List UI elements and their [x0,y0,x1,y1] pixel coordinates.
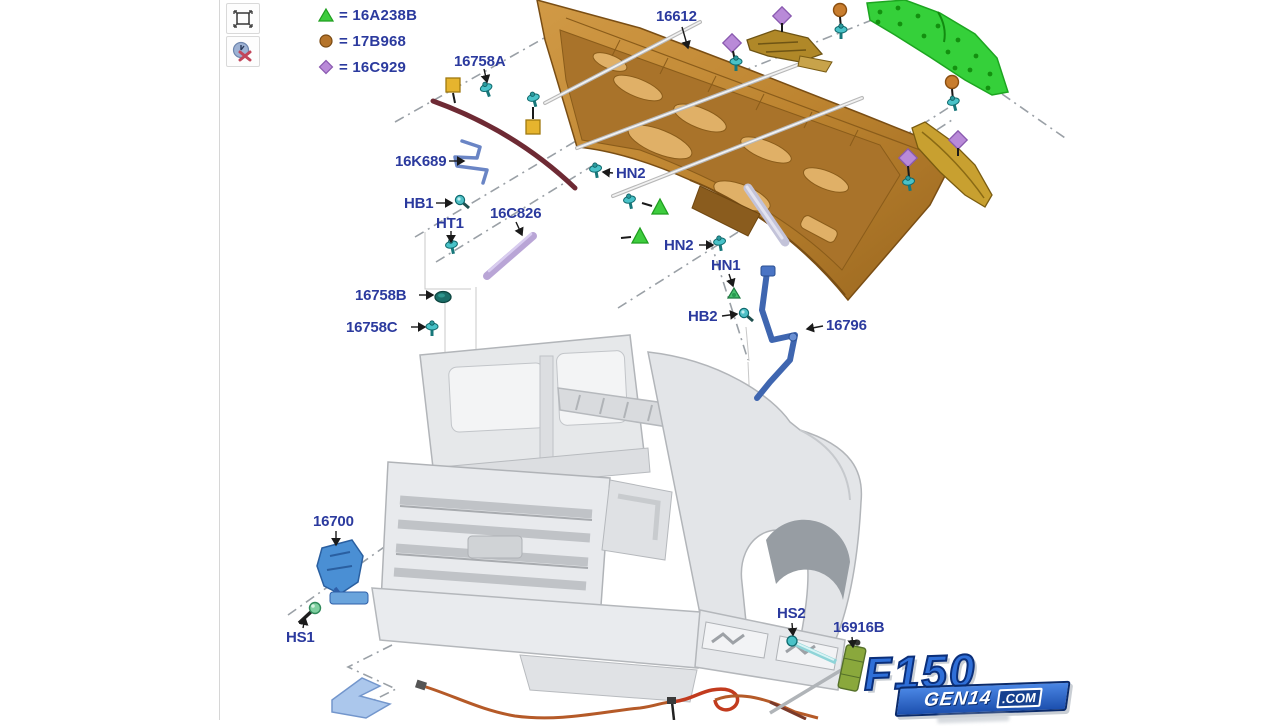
callout-16758B[interactable]: 16758B [355,287,407,304]
marker-pins [452,16,959,239]
pane-divider [219,0,220,720]
callout-HN2-b[interactable]: HN2 [664,237,694,254]
marker-diamonds[interactable] [721,5,969,169]
callout-16612[interactable]: 16612 [656,8,697,25]
circle-icon [319,34,333,48]
legend-row-diamond: = 16C929 [318,54,417,80]
marker-triangles[interactable] [630,197,670,244]
legend-label: = 17B968 [339,32,407,50]
watermark-gen-text: GEN14 [922,687,993,711]
watermark-badge: GEN14 .COM [894,680,1071,717]
callout-16758C[interactable]: 16758C [346,319,398,336]
callout-16916B[interactable]: 16916B [833,619,885,636]
truck-body [371,334,863,703]
fastener-HS2[interactable] [786,635,838,665]
zoom-cancel-button[interactable] [226,36,260,67]
part-hinge-16796[interactable] [754,265,798,401]
fit-to-view-icon [233,9,253,28]
callout-HT1[interactable]: HT1 [436,215,464,232]
part-wire-harness[interactable] [415,679,819,720]
callout-HS2[interactable]: HS2 [777,605,806,622]
part-hood-insulator[interactable] [866,0,1009,96]
watermark-com-text: .COM [995,687,1043,708]
viewer-toolbar [226,3,262,69]
watermark-fineprint [937,712,1010,724]
legend-row-triangle: = 16A238B [318,2,417,28]
part-side-seal-right[interactable] [911,121,993,208]
fit-to-view-button[interactable] [226,3,260,34]
part-latch-16700[interactable] [316,539,369,605]
callout-16700[interactable]: 16700 [313,513,354,530]
legend-label: = 16A238B [339,6,418,24]
callout-16C826[interactable]: 16C826 [490,205,542,222]
callout-HB2[interactable]: HB2 [688,308,718,325]
part-chevron-bracket[interactable] [331,677,392,719]
callout-leaders [298,26,858,649]
diamond-icon [318,59,334,75]
fastener-HS1[interactable] [297,601,322,625]
part-hood-bracket-top[interactable] [746,29,833,73]
zoom-cancel-icon [232,41,252,61]
support-rods [543,20,864,198]
callout-16758A[interactable]: 16758A [454,53,506,70]
symbol-legend: = 16A238B = 17B968 = 16C929 [318,2,417,80]
part-front-seal[interactable] [430,98,578,191]
callout-HS1[interactable]: HS1 [286,629,315,646]
watermark-logo: F150 GEN14 .COM [857,643,1099,724]
fastener-clips[interactable] [425,23,963,337]
callout-HN2-a[interactable]: HN2 [616,165,646,182]
callout-HN1[interactable]: HN1 [711,257,741,274]
part-rod-16K689[interactable] [453,139,489,185]
callout-16796[interactable]: 16796 [826,317,867,334]
callout-HB1[interactable]: HB1 [404,195,434,212]
callout-16K689[interactable]: 16K689 [395,153,447,170]
part-strip-right[interactable] [743,183,790,247]
legend-label: = 16C929 [339,58,407,76]
part-bumper-16C826[interactable] [483,232,537,280]
legend-row-circle: = 17B968 [318,28,417,54]
triangle-icon [318,7,334,22]
marker-squares[interactable] [445,77,541,135]
marker-circles[interactable] [832,2,960,90]
part-hood-16612[interactable] [536,0,949,302]
